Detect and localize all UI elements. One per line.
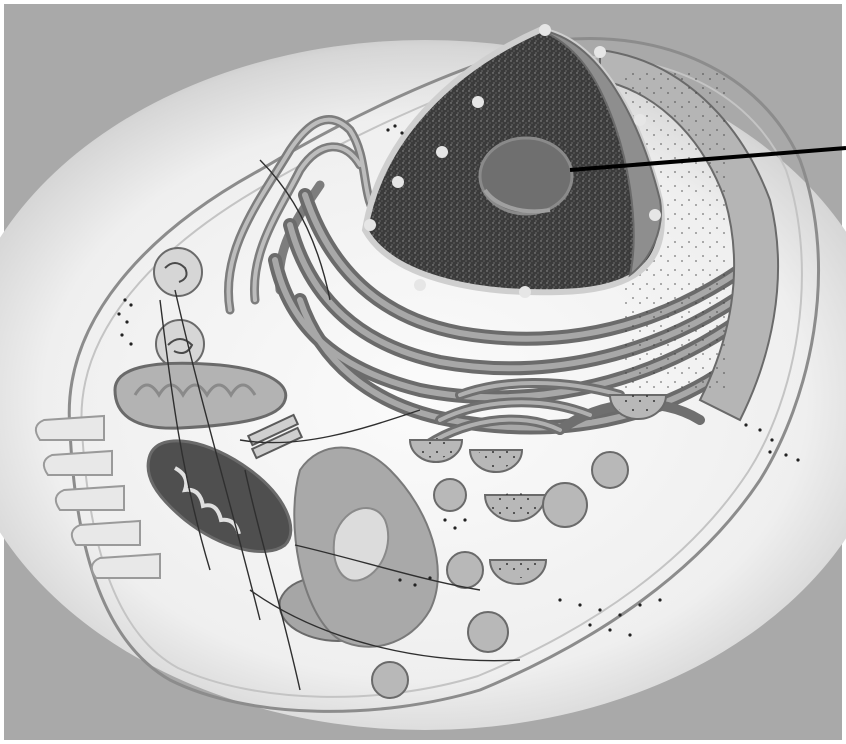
nucleolus xyxy=(480,138,572,214)
